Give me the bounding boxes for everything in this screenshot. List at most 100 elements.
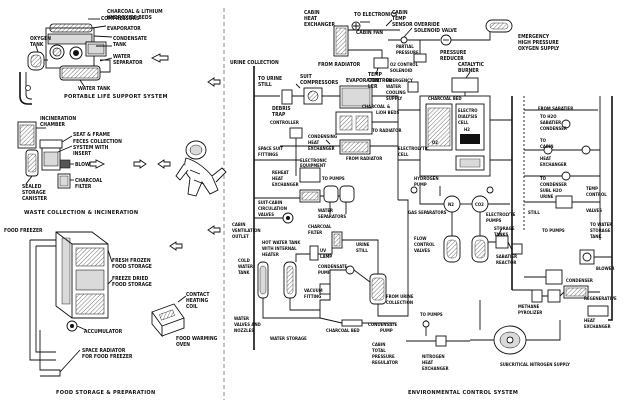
label-cabin-vent-3: OUTLET <box>232 234 249 240</box>
label-charcoal-2: FILTER <box>75 184 92 190</box>
label-cabin-hx-2: CABIN <box>540 144 553 150</box>
label-dried-2: FOOD STORAGE <box>112 282 152 288</box>
label-regen-2: HEAT <box>584 318 596 324</box>
label-cabin-hx-3: HEAT <box>540 156 552 162</box>
label-cabin-heat-2: HEAT <box>304 16 318 22</box>
label-cabin-fan: CABIN FAN <box>356 30 383 36</box>
label-storage-tanks-2: TANKS <box>494 232 509 238</box>
title-food: FOOD STORAGE & PREPARATION <box>56 390 156 396</box>
label-cabin-total-4: REGULATOR <box>372 360 398 366</box>
label-nitrogen-2: HEAT <box>422 360 434 366</box>
label-cabin-total-1: CABIN <box>372 342 385 348</box>
label-temp-valves-1: TEMP <box>586 186 598 192</box>
temp-controller <box>373 57 389 69</box>
label-temp-valves-3: VALVES <box>586 208 602 214</box>
label-charcoal-bed-2: CHARCOAL BED <box>326 328 360 334</box>
label-to-radiator: TO RADIATOR <box>372 128 401 134</box>
label-flow-ctrl-1: FLOW <box>414 236 427 242</box>
label-cold-water-1: COLD <box>238 258 251 264</box>
label-urine-still-1: URINE <box>356 242 370 248</box>
label-override-1: OVERRIDE <box>414 22 440 28</box>
controller <box>289 127 303 139</box>
label-temp-valves-2: CONTROL <box>586 192 607 198</box>
label-condenser: CONDENSER <box>566 278 593 284</box>
label-cabin-heat-3: EXCHANGER <box>304 22 335 28</box>
label-hot-water-1: HOT WATER TANK <box>262 240 301 246</box>
ecs-labels: TO ELECTRONICS CABIN FAN CABIN HEAT EXCH… <box>230 10 617 396</box>
label-from-sabatier: FROM SABATIER <box>538 106 573 112</box>
debris-trap <box>281 89 293 105</box>
label-flow-ctrl-3: VALVES <box>414 248 430 254</box>
label-subcritical: SUBCRITICAL NITROGEN SUPPLY <box>500 362 570 368</box>
label-emerg-1: EMERGENCY <box>518 34 550 40</box>
label-to-cond-1: TO <box>540 176 547 182</box>
label-water-sep-2: SEPARATORS <box>318 214 346 220</box>
label-emerg-2: HIGH PRESSURE <box>518 40 559 46</box>
label-accumulator: ACCUMULATOR <box>84 329 123 335</box>
label-feces-1: FECES COLLECTION <box>73 139 122 145</box>
label-to-water-3: TANK <box>590 234 603 240</box>
label-to-electronics: TO ELECTRONICS <box>354 12 397 18</box>
label-debris-2: TRAP <box>272 112 286 118</box>
label-nitrogen-3: EXCHANGER <box>422 366 449 372</box>
label-suit-comp-1: SUIT <box>300 74 313 80</box>
label-cond-heat-2: HEAT <box>308 140 320 146</box>
label-to-water-2: STORAGE <box>590 228 611 234</box>
label-charcoal-filter-2: FILTER <box>308 230 322 236</box>
label-override-2: SOLENOID VALVE <box>414 28 457 34</box>
label-warming-2: OVEN <box>176 342 190 348</box>
label-sab-cond-2: SABATIER <box>540 120 561 126</box>
label-from-radiator: FROM RADIATOR <box>318 62 361 68</box>
label-temp-ctrl-1: TEMP <box>368 72 383 78</box>
label-to-water-1: TO WATER <box>590 222 612 228</box>
label-seat: SEAT & FRAME <box>73 132 110 138</box>
label-co2: CO2 <box>475 202 484 208</box>
label-uv-lamp-1: UV <box>320 248 326 254</box>
label-contact-3: COIL <box>186 304 198 310</box>
vacuum-fitting <box>319 283 331 295</box>
label-cabin-hx-4: EXCHANGER <box>540 162 567 168</box>
label-h2: H2 <box>464 127 470 133</box>
label-suit-cabin-3: VALVES <box>258 212 274 218</box>
label-cabin-temp-3: SENSOR <box>392 22 413 28</box>
label-nitrogen-1: NITROGEN <box>422 354 445 360</box>
label-sab-cond-3: CONDENSER <box>540 126 567 132</box>
astronaut-figure <box>175 140 227 197</box>
label-to-urine-2: STILL <box>258 82 272 88</box>
label-suit-cabin-2: CIRCULATION <box>258 206 287 212</box>
label-suit-comp-2: COMPRESSORS <box>300 80 338 86</box>
label-electrolyte-2: PUMPS <box>486 218 502 224</box>
label-gas-sep: GAS SEPARATORS <box>408 210 447 216</box>
label-vacuum-2: FITTING <box>304 294 321 300</box>
label-condensate-1: CONDENSATE <box>113 36 147 42</box>
label-water-valves-2: VALVES AND <box>234 322 262 328</box>
label-water-valves-3: NOZZLES <box>234 328 254 334</box>
label-from-urine-2: COLLECTION <box>386 300 413 306</box>
label-freezer: FOOD FREEZER <box>4 228 43 234</box>
label-flow-ctrl-2: CONTROL <box>414 242 435 248</box>
label-electronic-1: ELECTRONIC <box>300 158 327 164</box>
label-cabin-total-2: TOTAL <box>372 348 386 354</box>
label-to-pumps: TO PUMPS <box>322 176 345 182</box>
label-from-urine-1: FROM URINE <box>386 294 414 300</box>
label-electrolyte-1: ELECTROLYTE <box>486 212 516 218</box>
label-cabin-vent-1: CABIN <box>232 222 245 228</box>
label-incin-2: CHAMBER <box>40 122 66 128</box>
label-to-cond-2: CONDENSER <box>540 182 567 188</box>
label-to-pumps-3: TO PUMPS <box>420 312 443 318</box>
label-cond-heat-1: CONDENSING <box>308 134 337 140</box>
condensate-pump <box>345 265 355 275</box>
label-emerg-water-4: SUPPLY <box>386 96 402 102</box>
label-to-cond-3: SUBL H2O <box>540 188 563 194</box>
label-cabin-temp-2: TEMP <box>392 16 407 22</box>
label-water-sep-1: WATER <box>113 54 131 60</box>
label-reheat-3: EXCHANGER <box>272 182 299 188</box>
label-charcoal: CHARCOAL & LITHIUM <box>107 9 163 15</box>
label-uv-lamp-2: LAMP <box>320 254 332 260</box>
label-from-radiator-2: FROM RADIATOR <box>346 156 382 162</box>
label-regen-3: EXCHANGER <box>584 324 611 330</box>
label-to-cond-5: STILL <box>528 210 540 216</box>
electronic-equipment <box>299 167 321 183</box>
label-electro-dialysis-2: DIALYSIS <box>458 114 477 120</box>
label-cold-water-3: TANK <box>238 270 251 276</box>
